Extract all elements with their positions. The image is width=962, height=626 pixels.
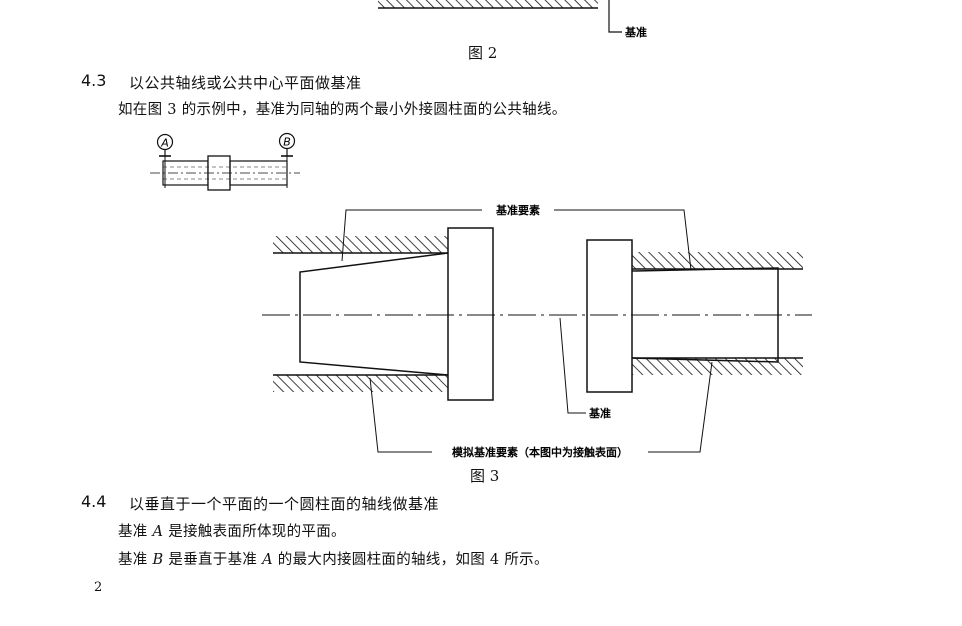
line2-var-b: B bbox=[152, 552, 164, 568]
fig2-hatched-surface bbox=[378, 0, 598, 8]
section-4-4-line1: 基准 A 是接触表面所体现的平面。 bbox=[118, 520, 346, 541]
line2-text-b: 是垂直于基准 bbox=[163, 552, 263, 568]
label-datum: 基准 bbox=[588, 406, 611, 420]
label-datum-features: 基准要素 bbox=[495, 203, 540, 217]
line1-var-a: A bbox=[152, 524, 164, 540]
figure2-caption: 图 2 bbox=[468, 44, 498, 62]
datum-marker-b-letter: B bbox=[283, 136, 291, 149]
section-4-3-number: 4.3 bbox=[81, 71, 107, 90]
section-4-4-number: 4.4 bbox=[81, 492, 107, 511]
hatch-left-bottom bbox=[273, 375, 448, 392]
figure2-fragment: 基准 bbox=[378, 0, 647, 39]
leader-simulated-left bbox=[369, 377, 432, 453]
hatch-right-top bbox=[628, 252, 803, 269]
section-4-3-paragraph: 如在图 3 的示例中，基准为同轴的两个最小外接圆柱面的公共轴线。 bbox=[118, 102, 567, 118]
section-4-4-line2: 基准 B 是垂直于基准 A 的最大内接圆柱面的轴线，如图 4 所示。 bbox=[118, 548, 549, 569]
hatch-left-top bbox=[273, 236, 448, 253]
fig2-datum-label: 基准 bbox=[624, 25, 647, 39]
small-shaft-figure: A B bbox=[150, 132, 300, 191]
leader-simulated-right bbox=[648, 361, 713, 453]
line2-text-c: 的最大内接圆柱面的轴线，如图 4 所示。 bbox=[272, 552, 549, 568]
line1-text-b: 是接触表面所体现的平面。 bbox=[163, 524, 346, 540]
line1-text-a: 基准 bbox=[118, 524, 153, 540]
label-simulated-datum: 模拟基准要素（本图中为接触表面） bbox=[452, 445, 628, 459]
datum-marker-a-letter: A bbox=[160, 137, 169, 150]
right-collar bbox=[586, 239, 633, 393]
figure3-drawing: 基准要素 基准 模拟基准要素（本图中为接触表面） bbox=[262, 203, 812, 459]
section-4-4-title: 以垂直于一个平面的一个圆柱面的轴线做基准 bbox=[129, 495, 440, 513]
fig2-datum-leader bbox=[608, 0, 622, 33]
section-4-3-title: 以公共轴线或公共中心平面做基准 bbox=[129, 74, 362, 92]
leader-datum-features-left bbox=[341, 209, 482, 262]
line2-text-a: 基准 bbox=[118, 552, 153, 568]
left-shaft-outline bbox=[299, 252, 449, 376]
leader-datum-features-right bbox=[554, 209, 692, 271]
figure3-caption: 图 3 bbox=[470, 467, 500, 485]
page-number: 2 bbox=[94, 580, 103, 595]
left-collar bbox=[447, 227, 494, 401]
line2-var-a: A bbox=[262, 552, 273, 568]
leader-datum bbox=[559, 317, 586, 414]
hatch-right-bottom bbox=[628, 358, 803, 375]
